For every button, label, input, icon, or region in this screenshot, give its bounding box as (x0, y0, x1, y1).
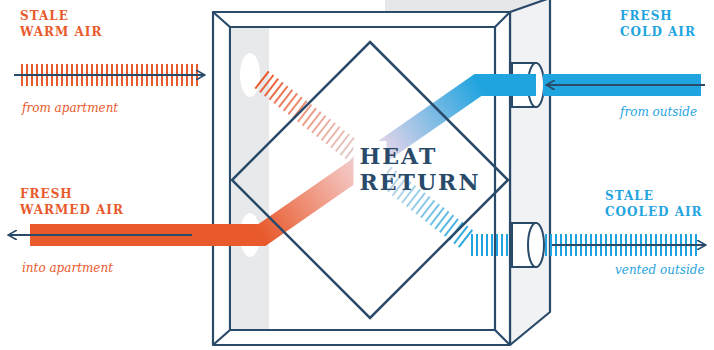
hatch-stroke (331, 130, 345, 147)
stream-note: from outside (620, 104, 697, 120)
hatch-stroke (397, 182, 411, 199)
heat-exchanger-diamond: HEAT RETURN (230, 40, 510, 320)
hatch-stroke (435, 211, 449, 228)
hatch-stroke (545, 234, 547, 256)
text-patch: HEAT RETURN (354, 141, 387, 197)
hatch-stroke (322, 123, 336, 140)
hatch-stroke (491, 234, 493, 256)
hatch-stroke (421, 200, 435, 217)
hatch-stroke (336, 134, 350, 151)
hatch-stroke (430, 208, 444, 225)
flow-arrows (8, 75, 706, 245)
hatch-stroke (506, 234, 508, 256)
hatch-stroke (393, 178, 407, 195)
hatch-stroke (486, 234, 488, 256)
hatch-stroke (426, 204, 440, 221)
hatch-stroke (307, 112, 321, 129)
stream-name: STALE COOLED AIR (605, 188, 703, 220)
hatch-stroke (312, 116, 326, 133)
stream-name: FRESH WARMED AIR (20, 186, 124, 218)
hatch-stroke (459, 230, 473, 247)
node-title: HEAT RETURN (360, 143, 381, 195)
hatch-stroke (265, 79, 279, 96)
hatch-stroke (255, 71, 269, 88)
stream-name: FRESH COLD AIR (620, 8, 696, 40)
stale-air-hatching (22, 64, 696, 256)
air-streams (30, 74, 701, 246)
hatch-stroke (317, 119, 331, 136)
hatch-stroke (476, 234, 478, 256)
stream-note: into apartment (22, 260, 113, 276)
hatch-stroke (496, 234, 498, 256)
hatch-stroke (340, 138, 354, 155)
hatch-stroke (402, 186, 416, 203)
stream-note: vented outside (615, 262, 705, 278)
hatch-stroke (326, 127, 340, 144)
hatch-stroke (471, 234, 473, 256)
hatch-stroke (388, 175, 402, 192)
hatch-stroke (303, 108, 317, 125)
hatch-stroke (501, 234, 503, 256)
hatch-stroke (279, 90, 293, 107)
hatch-stroke (440, 215, 454, 232)
hatch-stroke (274, 86, 288, 103)
diamond-outline (232, 42, 508, 318)
hatch-stroke (260, 75, 274, 92)
hatch-stroke (407, 189, 421, 206)
hatch-stroke (284, 93, 298, 110)
unit-housing (213, 0, 550, 345)
hatch-stroke (416, 197, 430, 214)
hatch-stroke (269, 82, 283, 99)
hatch-stroke (481, 234, 483, 256)
hatch-stroke (550, 234, 552, 256)
stream-name: STALE WARM AIR (20, 8, 103, 40)
stream-note: from apartment (22, 100, 118, 116)
hatch-stroke (411, 193, 425, 210)
